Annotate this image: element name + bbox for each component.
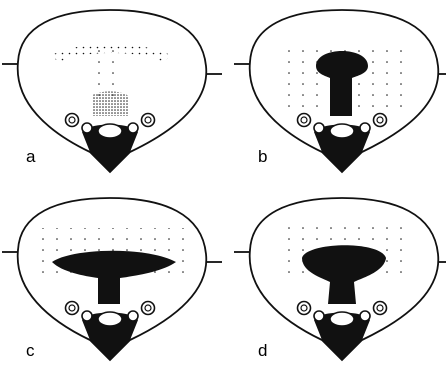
flat-cap (52, 251, 176, 304)
panel-label: c (26, 341, 35, 360)
base-structure (66, 114, 155, 173)
base-structure (66, 302, 155, 361)
dense-stalk-base (92, 92, 128, 117)
base-structure (298, 302, 387, 361)
panel-label: b (258, 147, 267, 166)
panel-label: d (258, 341, 267, 360)
base-structure (298, 114, 387, 173)
panel-c: c (2, 198, 222, 360)
panel-a: a (2, 10, 222, 172)
panel-b: b (234, 10, 446, 172)
panel-label: a (26, 147, 36, 166)
panel-d: d (234, 198, 446, 360)
